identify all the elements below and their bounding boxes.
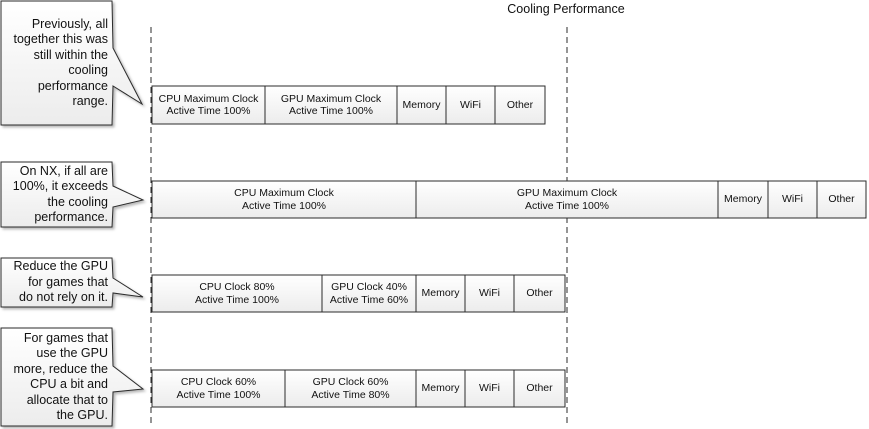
wifi-segment: WiFi bbox=[782, 193, 803, 206]
gpu-segment: GPU Clock 40% Active Time 60% bbox=[329, 281, 409, 306]
wifi-segment: WiFi bbox=[460, 98, 481, 111]
callout-text: On NX, if all are 100%, it exceeds the c… bbox=[12, 163, 108, 225]
gpu-segment: GPU Maximum Clock Active Time 100% bbox=[280, 92, 382, 118]
gpu-segment: GPU Clock 60% Active Time 80% bbox=[311, 376, 390, 401]
memory-segment: Memory bbox=[402, 98, 441, 111]
allocation-bar bbox=[151, 369, 566, 408]
callout-text: For games that use the GPU more, reduce … bbox=[13, 330, 109, 423]
memory-segment: Memory bbox=[724, 193, 762, 206]
wifi-segment: WiFi bbox=[479, 382, 500, 395]
other-segment: Other bbox=[526, 287, 553, 300]
memory-segment: Memory bbox=[421, 287, 460, 300]
allocation-bar bbox=[151, 180, 867, 219]
callout-box bbox=[0, 257, 144, 308]
callout-text: Previously, all together this was still … bbox=[13, 16, 109, 109]
wifi-segment: WiFi bbox=[479, 287, 500, 300]
cpu-segment: CPU Maximum Clock Active Time 100% bbox=[234, 187, 334, 212]
gpu-segment: GPU Maximum Clock Active Time 100% bbox=[516, 187, 618, 212]
other-segment: Other bbox=[526, 382, 553, 395]
other-segment: Other bbox=[828, 193, 855, 206]
other-segment: Other bbox=[506, 98, 534, 111]
cpu-segment: CPU Clock 80% Active Time 100% bbox=[194, 281, 280, 306]
callout-box bbox=[0, 161, 145, 228]
allocation-bar bbox=[151, 85, 546, 125]
allocation-bar bbox=[151, 274, 566, 313]
callout-box bbox=[0, 0, 144, 126]
callout-text: Reduce the GPU for games that do not rel… bbox=[13, 259, 109, 305]
memory-segment: Memory bbox=[421, 382, 460, 395]
callout-box bbox=[0, 327, 145, 427]
cpu-segment: CPU Clock 60% Active Time 100% bbox=[176, 376, 261, 401]
cooling-performance-label: Cooling Performance bbox=[507, 2, 625, 16]
cpu-segment: CPU Maximum Clock Active Time 100% bbox=[158, 92, 259, 118]
